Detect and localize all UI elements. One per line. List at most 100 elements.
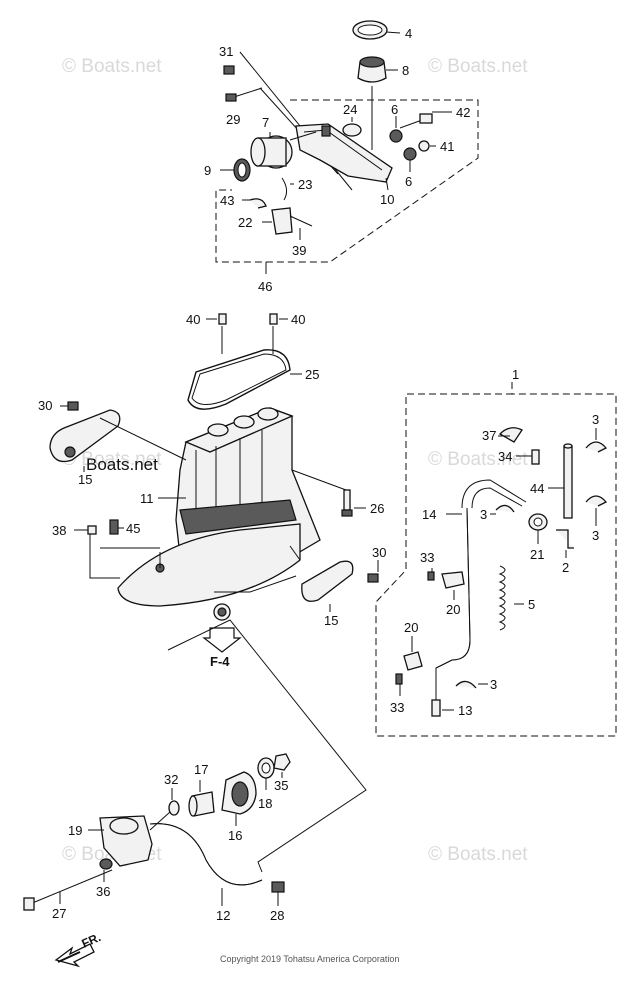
callout-label: 46 [258,279,272,294]
clip-part [495,504,515,513]
callout-label: 32 [164,772,178,787]
fitting-part [531,449,540,465]
callout-label: 34 [498,449,512,464]
callout-label: 2 [562,560,569,575]
callout-label: 18 [258,796,272,811]
bracket-part [403,651,423,671]
callout-label: 7 [262,115,269,130]
callout-label: 38 [52,523,66,538]
callout-label: 15 [324,613,338,628]
front-direction-arrow-icon [54,943,95,968]
plate-part [271,207,293,235]
callout-label: 21 [530,547,544,562]
upper-assembly-group [215,20,479,274]
drive-shaft-housing-group [49,313,379,653]
screw-part [87,525,97,535]
callout-label: 3 [592,412,599,427]
callout-label: 3 [592,528,599,543]
screw-part [395,673,403,685]
callout-label: 30 [372,545,386,560]
callout-label: 8 [402,63,409,78]
callout-label: 31 [219,44,233,59]
clip-part [455,680,477,689]
watermark: © Boats.net [62,56,162,77]
bolt-part [343,489,351,511]
callout-label: 22 [238,215,252,230]
callout-label: 33 [390,700,404,715]
watermark: © Boats.net [428,449,528,470]
ref-arrow-icon [202,627,242,653]
bolt-part [223,65,235,75]
callout-label: 15 [78,472,92,487]
callout-label: 40 [186,312,200,327]
inline-watermark: Boats.net [86,455,158,474]
callout-label: 44 [530,481,544,496]
callout-label: 43 [220,193,234,208]
callout-label: 40 [291,312,305,327]
watermark: © Boats.net [428,844,528,865]
tube-part [563,445,573,519]
bolt-part [367,573,379,583]
front-direction-label: FR. [80,930,103,951]
cable-part [149,823,263,886]
callout-label: 13 [458,703,472,718]
cap-part [342,123,362,137]
callout-label: 9 [204,163,211,178]
elbow-part [556,529,574,549]
callout-label: 20 [404,620,418,635]
spring-part [281,177,288,201]
callout-label: 10 [380,192,394,207]
clip-part [585,495,608,507]
lower-assembly-group [23,619,367,911]
copyright-text: Copyright 2019 Tohatsu America Corporati… [220,954,399,964]
bracket-part [441,571,465,589]
fitting-part [431,699,441,717]
callout-label: 23 [298,177,312,192]
bolt-part [67,401,79,411]
callout-label: 25 [305,367,319,382]
callout-label: 1 [512,367,519,382]
callout-label: 3 [490,677,497,692]
callout-label: 16 [228,828,242,843]
callout-label: 39 [292,243,306,258]
callout-label: 6 [391,102,398,117]
callout-label: 3 [480,507,487,522]
dowel-part [269,313,278,325]
callout-label: 42 [456,105,470,120]
callout-label: 24 [343,102,357,117]
reference-label: F-4 [210,654,230,669]
pin-part [289,215,313,227]
grommet-part [357,61,387,83]
watermark: © Boats.net [428,56,528,77]
callout-label: 14 [422,507,436,522]
cover-part [301,560,354,602]
callout-label: 11 [140,491,154,506]
dowel-part [218,313,227,325]
nut-part [273,753,291,771]
callout-label: 36 [96,884,110,899]
clip-part [249,198,267,209]
grommet-part [403,147,417,161]
washer-part [418,140,430,152]
fitting-part [109,519,119,535]
gasket-part [187,349,291,410]
callout-label: 41 [440,139,454,154]
callout-label: 12 [216,908,230,923]
clamp-part [498,427,523,443]
callout-label: 33 [420,550,434,565]
callout-label: 28 [270,908,284,923]
screw-part [419,113,433,124]
callout-label: 37 [482,428,496,443]
callout-label: 19 [68,823,82,838]
callout-label: 17 [194,762,208,777]
bolt-part [29,869,113,905]
watermark: © Boats.net [62,449,162,470]
spiral-guard-part [498,565,506,631]
callout-label: 20 [446,602,460,617]
bolt-part [271,881,285,893]
screw-part [427,571,435,581]
washer-part [99,858,113,870]
water-tube-kit-group [375,382,617,737]
grommet-part [389,129,403,143]
